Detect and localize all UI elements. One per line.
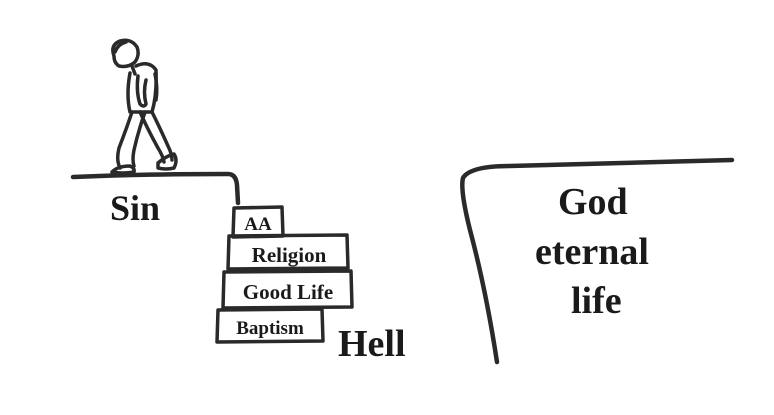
hell-label: Hell — [338, 323, 406, 365]
step-baptism: Baptism — [215, 307, 325, 344]
walking-man-figure — [110, 38, 178, 175]
step-label: AA — [244, 214, 272, 235]
step-label: Baptism — [236, 318, 304, 339]
life-label: life — [571, 280, 622, 322]
step-aa: AA — [231, 205, 285, 239]
sin-label: Sin — [110, 188, 161, 228]
eternal-label: eternal — [535, 231, 649, 273]
step-label: Good Life — [243, 280, 333, 304]
god-label: God — [558, 181, 628, 223]
right-cliff — [460, 157, 735, 365]
step-label: Religion — [252, 243, 327, 267]
left-cliff — [70, 171, 241, 206]
step-good-life: Good Life — [221, 269, 354, 310]
steps-stack: AA Religion Good Life Baptism — [215, 205, 354, 344]
step-religion: Religion — [226, 233, 350, 271]
